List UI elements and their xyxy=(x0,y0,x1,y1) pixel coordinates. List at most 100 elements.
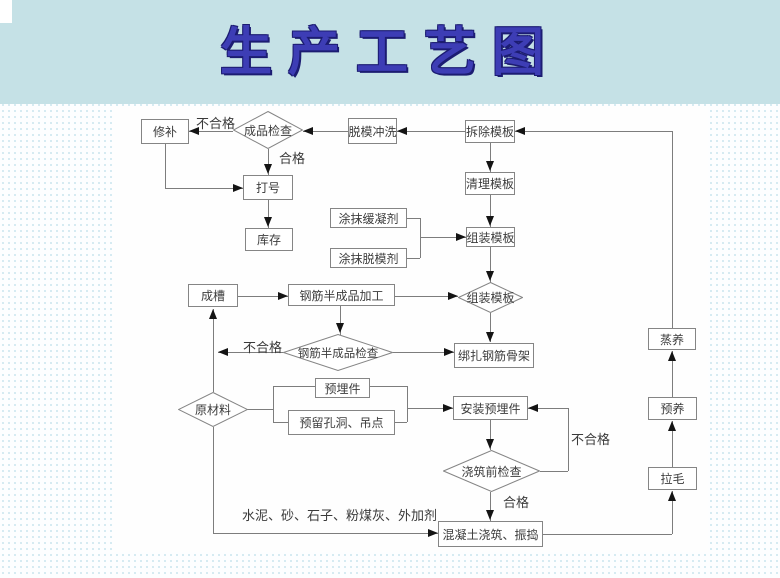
edge-label-pass-top: 合格 xyxy=(279,152,306,167)
node-repair: 修补 xyxy=(141,119,189,144)
node-concrete-pouring: 混凝土浇筑、振捣 xyxy=(438,521,543,547)
flow-connector xyxy=(672,131,673,328)
arrowhead-icon xyxy=(486,439,494,449)
flow-connector xyxy=(407,258,420,259)
arrowhead-icon xyxy=(303,127,313,135)
arrowhead-icon xyxy=(264,164,272,174)
node-pre-pour-inspection: 浇筑前检查 xyxy=(443,450,540,492)
flow-connector xyxy=(540,471,568,472)
flow-connector xyxy=(672,351,673,397)
flow-connector xyxy=(340,306,341,335)
node-rebar-processing: 钢筋半成品加工 xyxy=(288,284,395,306)
flow-connector xyxy=(568,408,569,471)
node-rebar-inspection: 钢筋半成品检查 xyxy=(283,334,393,371)
corner-notch xyxy=(0,0,12,23)
flow-connector xyxy=(165,188,243,189)
arrowhead-icon xyxy=(264,217,272,227)
arrowhead-icon xyxy=(278,292,288,300)
flow-connector xyxy=(189,131,233,132)
flow-connector xyxy=(247,409,273,410)
flow-connector xyxy=(672,491,673,534)
edge-label-fail-mid: 不合格 xyxy=(243,341,283,356)
flow-connector xyxy=(407,386,408,422)
node-roughening: 拉毛 xyxy=(648,467,697,490)
flow-connector xyxy=(490,313,491,342)
node-steam-curing: 蒸养 xyxy=(648,328,696,350)
flow-connector xyxy=(672,421,673,467)
node-embedded-parts: 预埋件 xyxy=(315,378,370,398)
arrowhead-icon xyxy=(486,271,494,281)
flow-connector xyxy=(395,296,458,297)
arrowhead-icon xyxy=(486,332,494,342)
flow-connector xyxy=(407,218,420,219)
arrowhead-icon xyxy=(218,348,228,356)
node-grooving: 成槽 xyxy=(188,284,238,307)
arrowhead-icon xyxy=(486,510,494,520)
flow-connector xyxy=(420,218,421,258)
flow-connector xyxy=(303,131,348,132)
flow-connector xyxy=(268,149,269,175)
node-pre-curing: 预养 xyxy=(648,397,697,420)
flow-connector xyxy=(213,533,438,534)
arrowhead-icon xyxy=(528,404,538,412)
edge-label-pass-bottom: 合格 xyxy=(503,496,530,511)
flow-connector xyxy=(420,237,466,238)
node-demold-rinse: 脱模冲洗 xyxy=(348,118,397,144)
node-label: 组装模板 xyxy=(466,291,515,305)
arrowhead-icon xyxy=(189,127,199,135)
page-title: 生产工艺图 xyxy=(219,25,560,82)
node-tie-rebar-cage: 绑扎钢筋骨架 xyxy=(454,343,534,368)
node-apply-retarder: 涂抹缓凝剂 xyxy=(330,208,407,228)
arrowhead-icon xyxy=(486,161,494,171)
flow-connector xyxy=(543,534,672,535)
node-label: 原材料 xyxy=(194,403,231,417)
flow-connector xyxy=(490,492,491,521)
arrowhead-icon xyxy=(443,404,453,412)
arrowhead-icon xyxy=(397,127,407,135)
arrowhead-icon xyxy=(209,309,217,319)
node-raw-materials: 原材料 xyxy=(178,392,248,427)
node-assemble-formwork-check: 组装模板 xyxy=(458,282,523,313)
flow-connector xyxy=(490,195,491,227)
flow-connector xyxy=(490,420,491,450)
arrowhead-icon xyxy=(444,348,454,356)
flow-connector xyxy=(490,247,491,283)
arrowhead-icon xyxy=(336,323,344,333)
arrowhead-icon xyxy=(233,184,243,192)
node-storage: 库存 xyxy=(245,228,293,251)
node-label: 成品检查 xyxy=(243,123,292,138)
node-clean-formwork: 清理模板 xyxy=(465,172,515,195)
arrowhead-icon xyxy=(428,529,438,537)
flow-connector xyxy=(528,408,568,409)
flow-connector xyxy=(397,131,465,132)
node-install-embedded-parts: 安装预埋件 xyxy=(453,396,528,420)
arrowhead-icon xyxy=(456,233,466,241)
flow-connector xyxy=(407,408,453,409)
node-reserved-holes: 预留孔洞、吊点 xyxy=(288,410,395,435)
arrowhead-icon xyxy=(668,491,676,501)
flow-connector xyxy=(515,131,672,132)
arrowhead-icon xyxy=(448,292,458,300)
node-label: 浇筑前检查 xyxy=(461,464,522,479)
arrowhead-icon xyxy=(668,351,676,361)
node-numbering: 打号 xyxy=(243,175,293,200)
arrowhead-icon xyxy=(515,127,525,135)
flow-connector xyxy=(268,200,269,228)
flow-connector xyxy=(273,386,274,422)
flow-connector xyxy=(165,144,166,188)
flow-connector xyxy=(213,309,214,392)
arrowhead-icon xyxy=(668,421,676,431)
edge-label-materials: 水泥、砂、石子、粉煤灰、外加剂 xyxy=(242,509,438,524)
node-product-inspection: 成品检查 xyxy=(233,111,303,149)
flow-connector xyxy=(490,143,491,172)
title-band xyxy=(0,0,780,104)
flow-connector xyxy=(218,352,283,353)
edge-label-fail-top: 不合格 xyxy=(196,117,236,132)
flow-connector xyxy=(393,352,454,353)
flowchart-panel xyxy=(112,106,708,552)
node-label: 钢筋半成品检查 xyxy=(297,345,379,360)
node-apply-release-agent: 涂抹脱模剂 xyxy=(330,248,407,268)
node-remove-formwork: 拆除模板 xyxy=(465,120,515,143)
flow-connector xyxy=(238,296,288,297)
flow-connector xyxy=(213,427,214,533)
